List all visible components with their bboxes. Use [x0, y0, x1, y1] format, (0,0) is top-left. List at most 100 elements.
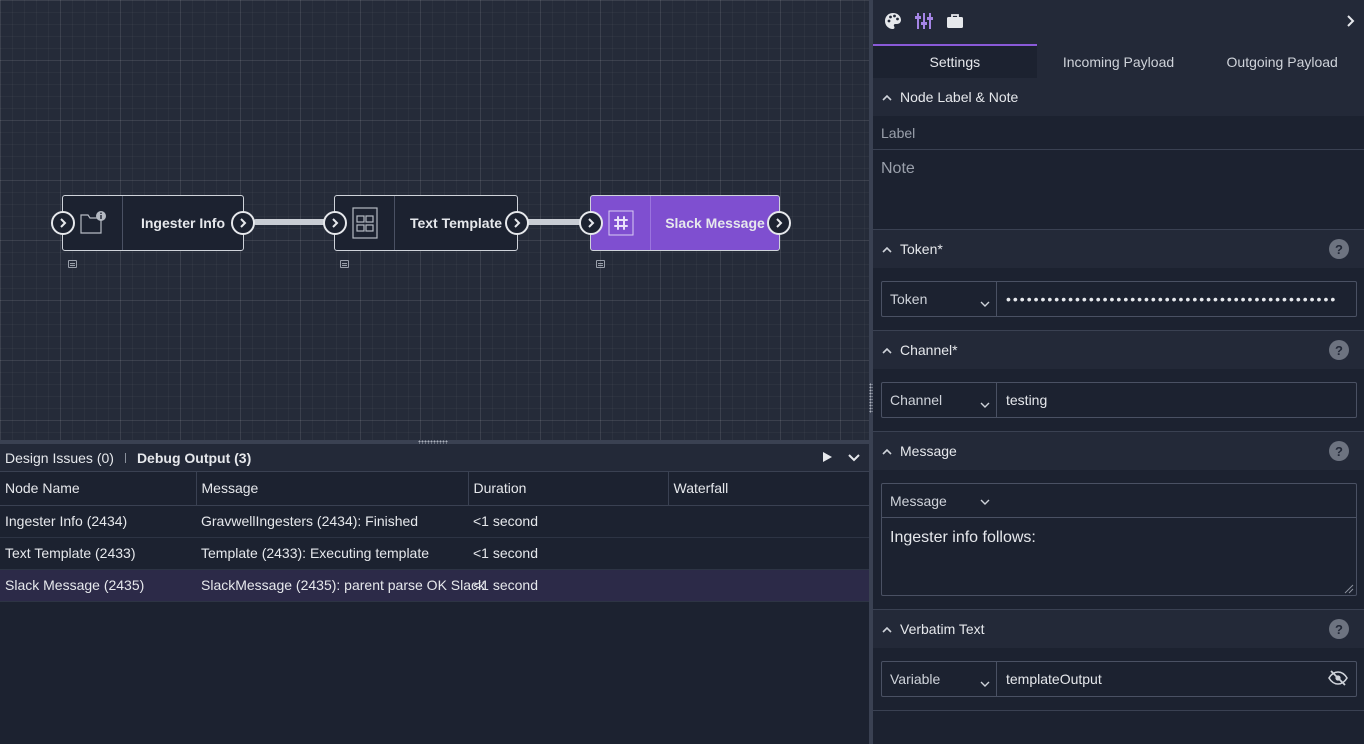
cell-message: GravwellIngesters (2434): Finished [196, 505, 468, 538]
node-text-template[interactable]: Text Template [334, 195, 518, 251]
message-box: Message Ingester info follows: [881, 483, 1357, 596]
help-icon[interactable]: ? [1329, 441, 1349, 461]
chevron-up-icon[interactable] [882, 89, 892, 105]
tab-settings[interactable]: Settings [873, 44, 1037, 78]
note-icon[interactable] [596, 260, 605, 268]
message-type-select[interactable]: Message [882, 484, 1356, 518]
play-icon[interactable] [821, 450, 833, 466]
input-port[interactable] [51, 211, 75, 235]
select-value: Message [890, 492, 947, 509]
cell-duration: <1 second [468, 569, 668, 602]
chevron-up-icon[interactable] [882, 342, 892, 358]
cell-message: SlackMessage (2435): parent parse OK Sla… [196, 569, 485, 602]
help-icon[interactable]: ? [1329, 239, 1349, 259]
section-header-verbatim[interactable]: Verbatim Text ? [873, 610, 1364, 648]
column-header-message[interactable]: Message [196, 472, 469, 506]
chevron-down-icon [980, 295, 990, 311]
note-textarea[interactable]: Note [873, 150, 1364, 230]
chevron-down-icon [980, 675, 990, 691]
input-port[interactable] [323, 211, 347, 235]
section-title: Verbatim Text [900, 621, 985, 637]
cell-duration: <1 second [468, 505, 668, 538]
eye-off-icon[interactable] [1328, 669, 1348, 689]
sliders-icon[interactable] [914, 11, 934, 34]
section-header-channel[interactable]: Channel* ? [873, 331, 1364, 369]
edge-ingester-template[interactable] [254, 219, 334, 225]
section-title: Token* [900, 241, 943, 257]
verbatim-type-select[interactable]: Variable [882, 662, 997, 696]
tab-incoming-payload[interactable]: Incoming Payload [1062, 54, 1175, 70]
chevron-up-icon[interactable] [882, 241, 892, 257]
output-port[interactable] [231, 211, 255, 235]
node-label: Text Template [409, 215, 503, 231]
label-input[interactable]: Label [873, 116, 1364, 150]
drag-handle-icon[interactable] [869, 383, 873, 413]
table-row[interactable]: Ingester Info (2434) GravwellIngesters (… [0, 505, 869, 538]
cell-node-name: Slack Message (2435) [0, 569, 196, 602]
chevron-up-icon[interactable] [882, 621, 892, 637]
tab-outgoing-payload[interactable]: Outgoing Payload [1226, 54, 1338, 70]
channel-type-select[interactable]: Channel [882, 383, 997, 417]
node-ingester-info[interactable]: Ingester Info [62, 195, 244, 251]
output-port[interactable] [505, 211, 529, 235]
channel-input[interactable]: testing [1006, 392, 1048, 408]
select-value: Variable [890, 671, 941, 687]
horizontal-splitter[interactable] [0, 440, 869, 444]
briefcase-icon[interactable] [946, 12, 964, 33]
section-title: Node Label & Note [900, 89, 1019, 105]
column-header-duration[interactable]: Duration [468, 472, 669, 506]
verbatim-input[interactable]: templateOutput [997, 662, 1356, 696]
token-input[interactable]: ••••••••••••••••••••••••••••••••••••••••… [1006, 291, 1338, 307]
table-row[interactable]: Slack Message (2435) SlackMessage (2435)… [0, 569, 869, 602]
verbatim-field-row: Variable templateOutput [873, 648, 1364, 711]
edge-template-slack[interactable] [526, 219, 590, 225]
select-value: Channel [890, 392, 943, 408]
token-type-select[interactable]: Token [882, 282, 997, 316]
drag-handle-icon[interactable] [418, 440, 448, 444]
chevron-right-icon[interactable] [1346, 14, 1356, 31]
note-icon[interactable] [68, 260, 77, 268]
chevron-down-icon [980, 396, 990, 412]
cell-node-name: Text Template (2433) [0, 537, 196, 570]
flow-canvas[interactable]: Ingester Info Text Template [0, 0, 869, 440]
cell-message: Template (2433): Executing template [196, 537, 468, 570]
panel-toolbar [873, 0, 1364, 44]
message-textarea[interactable]: Ingester info follows: [890, 529, 1036, 546]
verbatim-combo: Variable templateOutput [881, 661, 1357, 697]
channel-field-row: Channel testing [873, 369, 1364, 432]
tab-debug-output[interactable]: Debug Output (3) [136, 449, 252, 466]
panel-tabs: Settings Incoming Payload Outgoing Paylo… [873, 44, 1364, 78]
vertical-splitter[interactable] [869, 0, 873, 744]
palette-icon[interactable] [884, 12, 902, 33]
section-header-token[interactable]: Token* ? [873, 230, 1364, 268]
input-port[interactable] [579, 211, 603, 235]
note-icon[interactable] [340, 260, 349, 268]
debug-table: Node Name Message Duration Waterfall Ing… [0, 472, 869, 602]
grid-template-icon [335, 196, 395, 250]
column-header-waterfall[interactable]: Waterfall [668, 472, 869, 506]
table-row[interactable]: Text Template (2433) Template (2433): Ex… [0, 537, 869, 570]
section-title: Channel* [900, 342, 958, 358]
cell-waterfall [668, 569, 869, 602]
token-combo: Token ••••••••••••••••••••••••••••••••••… [881, 281, 1357, 317]
chevron-down-icon[interactable] [847, 450, 861, 466]
node-slack-message[interactable]: Slack Message [590, 195, 780, 251]
output-port[interactable] [767, 211, 791, 235]
help-icon[interactable]: ? [1329, 619, 1349, 639]
debug-tabs: Design Issues (0) Debug Output (3) [0, 444, 869, 472]
select-value: Token [890, 291, 928, 307]
cell-waterfall [668, 537, 869, 570]
chevron-up-icon[interactable] [882, 443, 892, 459]
tab-separator [124, 452, 126, 463]
column-header-node-name[interactable]: Node Name [0, 472, 197, 506]
config-panel: Settings Incoming Payload Outgoing Paylo… [873, 0, 1364, 744]
cell-duration: <1 second [468, 537, 668, 570]
section-header-label-note[interactable]: Node Label & Note [873, 78, 1364, 116]
debug-panel: Design Issues (0) Debug Output (3) Node … [0, 444, 869, 744]
resize-handle-icon[interactable] [1342, 581, 1354, 594]
help-icon[interactable]: ? [1329, 340, 1349, 360]
cell-waterfall [668, 505, 869, 538]
folder-info-icon [63, 196, 123, 250]
tab-design-issues[interactable]: Design Issues (0) [5, 449, 114, 466]
section-header-message[interactable]: Message ? [873, 432, 1364, 470]
